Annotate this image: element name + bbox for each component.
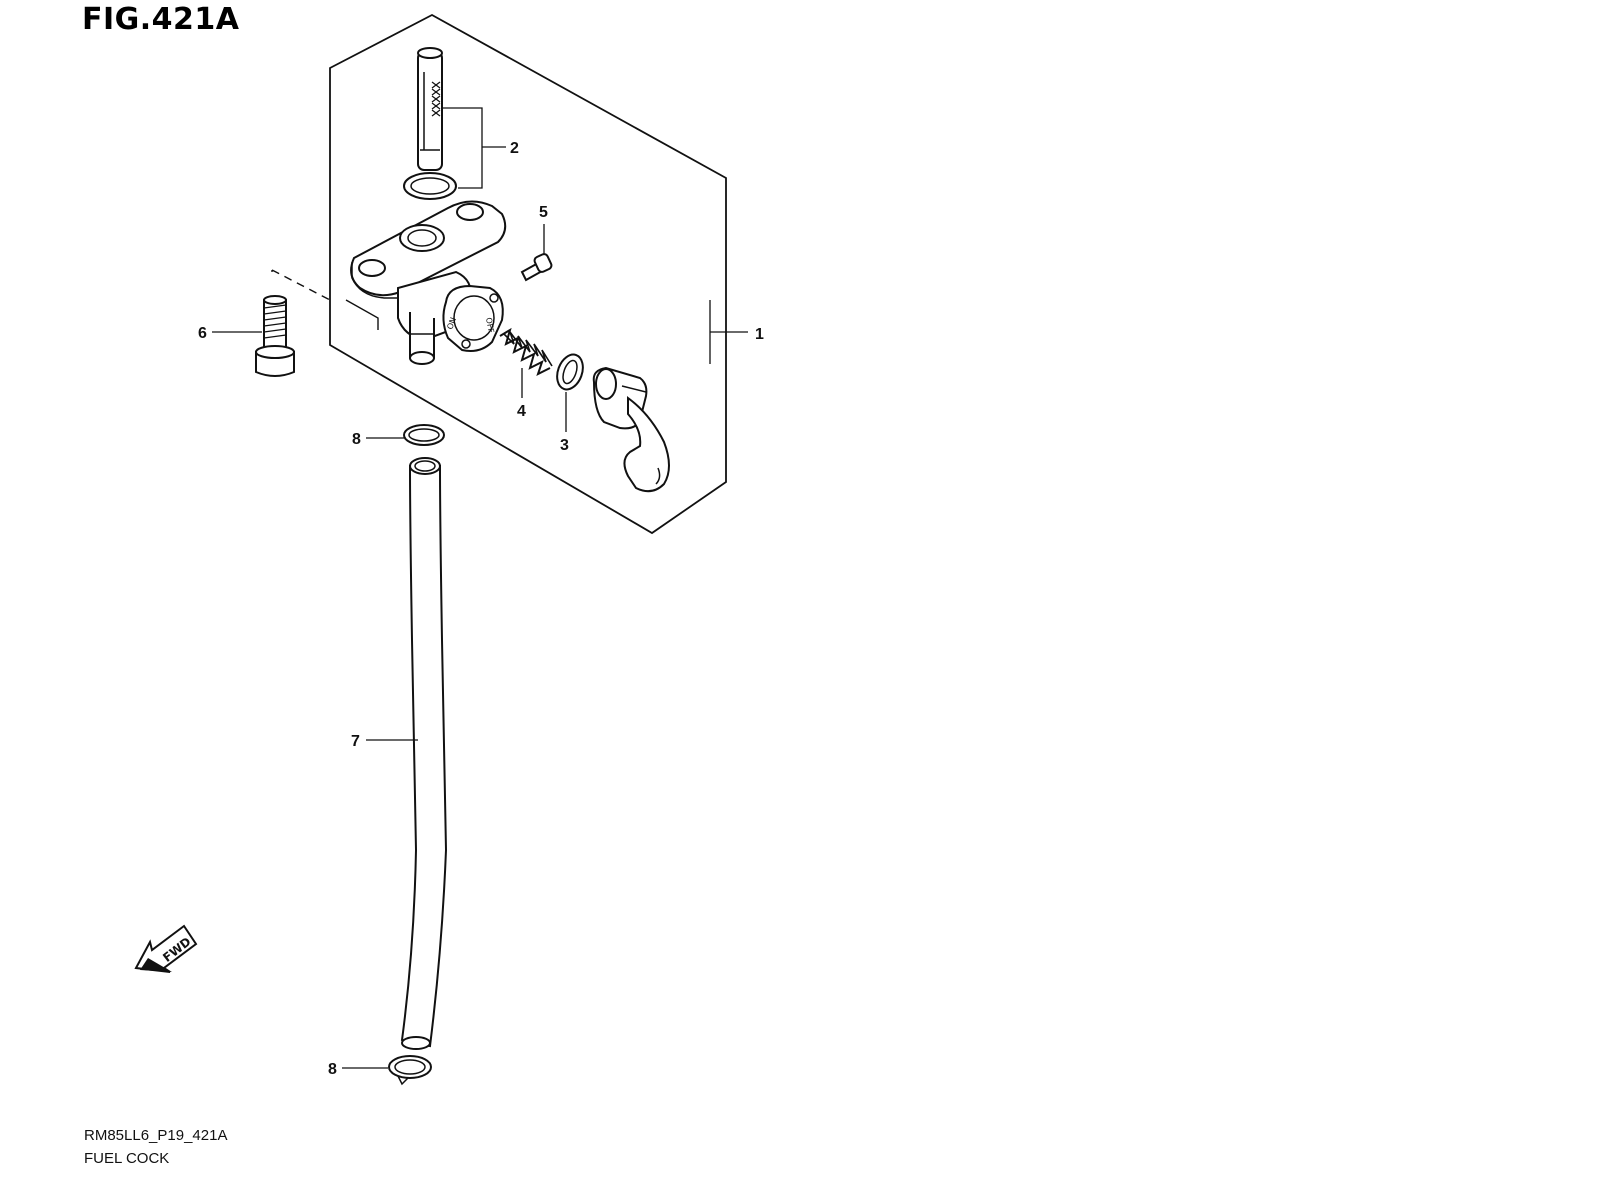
body-edge-link <box>345 299 379 330</box>
callout-4: 4 <box>517 403 526 420</box>
callout-6: 6 <box>198 325 207 342</box>
svg-text:ON: ON <box>445 316 458 331</box>
callout-3: 3 <box>560 437 569 454</box>
bolt-6 <box>255 295 295 377</box>
strainer-o-ring <box>403 172 457 200</box>
fuel-hose-7 <box>400 457 448 1050</box>
strainer-tube <box>417 47 443 171</box>
o-ring-3 <box>556 353 584 391</box>
fwd-arrow-icon: FWD <box>134 924 198 973</box>
callout-2: 2 <box>510 140 519 157</box>
figure-name: FUEL COCK <box>84 1150 170 1167</box>
callout-8-lower: 8 <box>328 1061 337 1078</box>
callout-2-leader <box>442 107 483 189</box>
figure-title: FIG.421A <box>82 2 240 37</box>
spring-4 <box>499 327 553 376</box>
fuel-cock-lever <box>592 366 670 493</box>
svg-text:OFF: OFF <box>484 317 496 334</box>
fuel-cock-body: ON OFF <box>350 200 507 365</box>
hose-clamp-lower <box>388 1055 432 1086</box>
assembly-frame <box>329 13 727 535</box>
callout-1: 1 <box>755 326 764 343</box>
hose-clamp-upper <box>403 424 445 446</box>
callout-5: 5 <box>539 204 548 221</box>
bolt-link-dashed <box>271 269 331 301</box>
callout-7: 7 <box>351 733 360 750</box>
figure-code: RM85LL6_P19_421A <box>84 1127 228 1144</box>
callout-8-upper: 8 <box>352 431 361 448</box>
screw-5 <box>520 253 553 282</box>
